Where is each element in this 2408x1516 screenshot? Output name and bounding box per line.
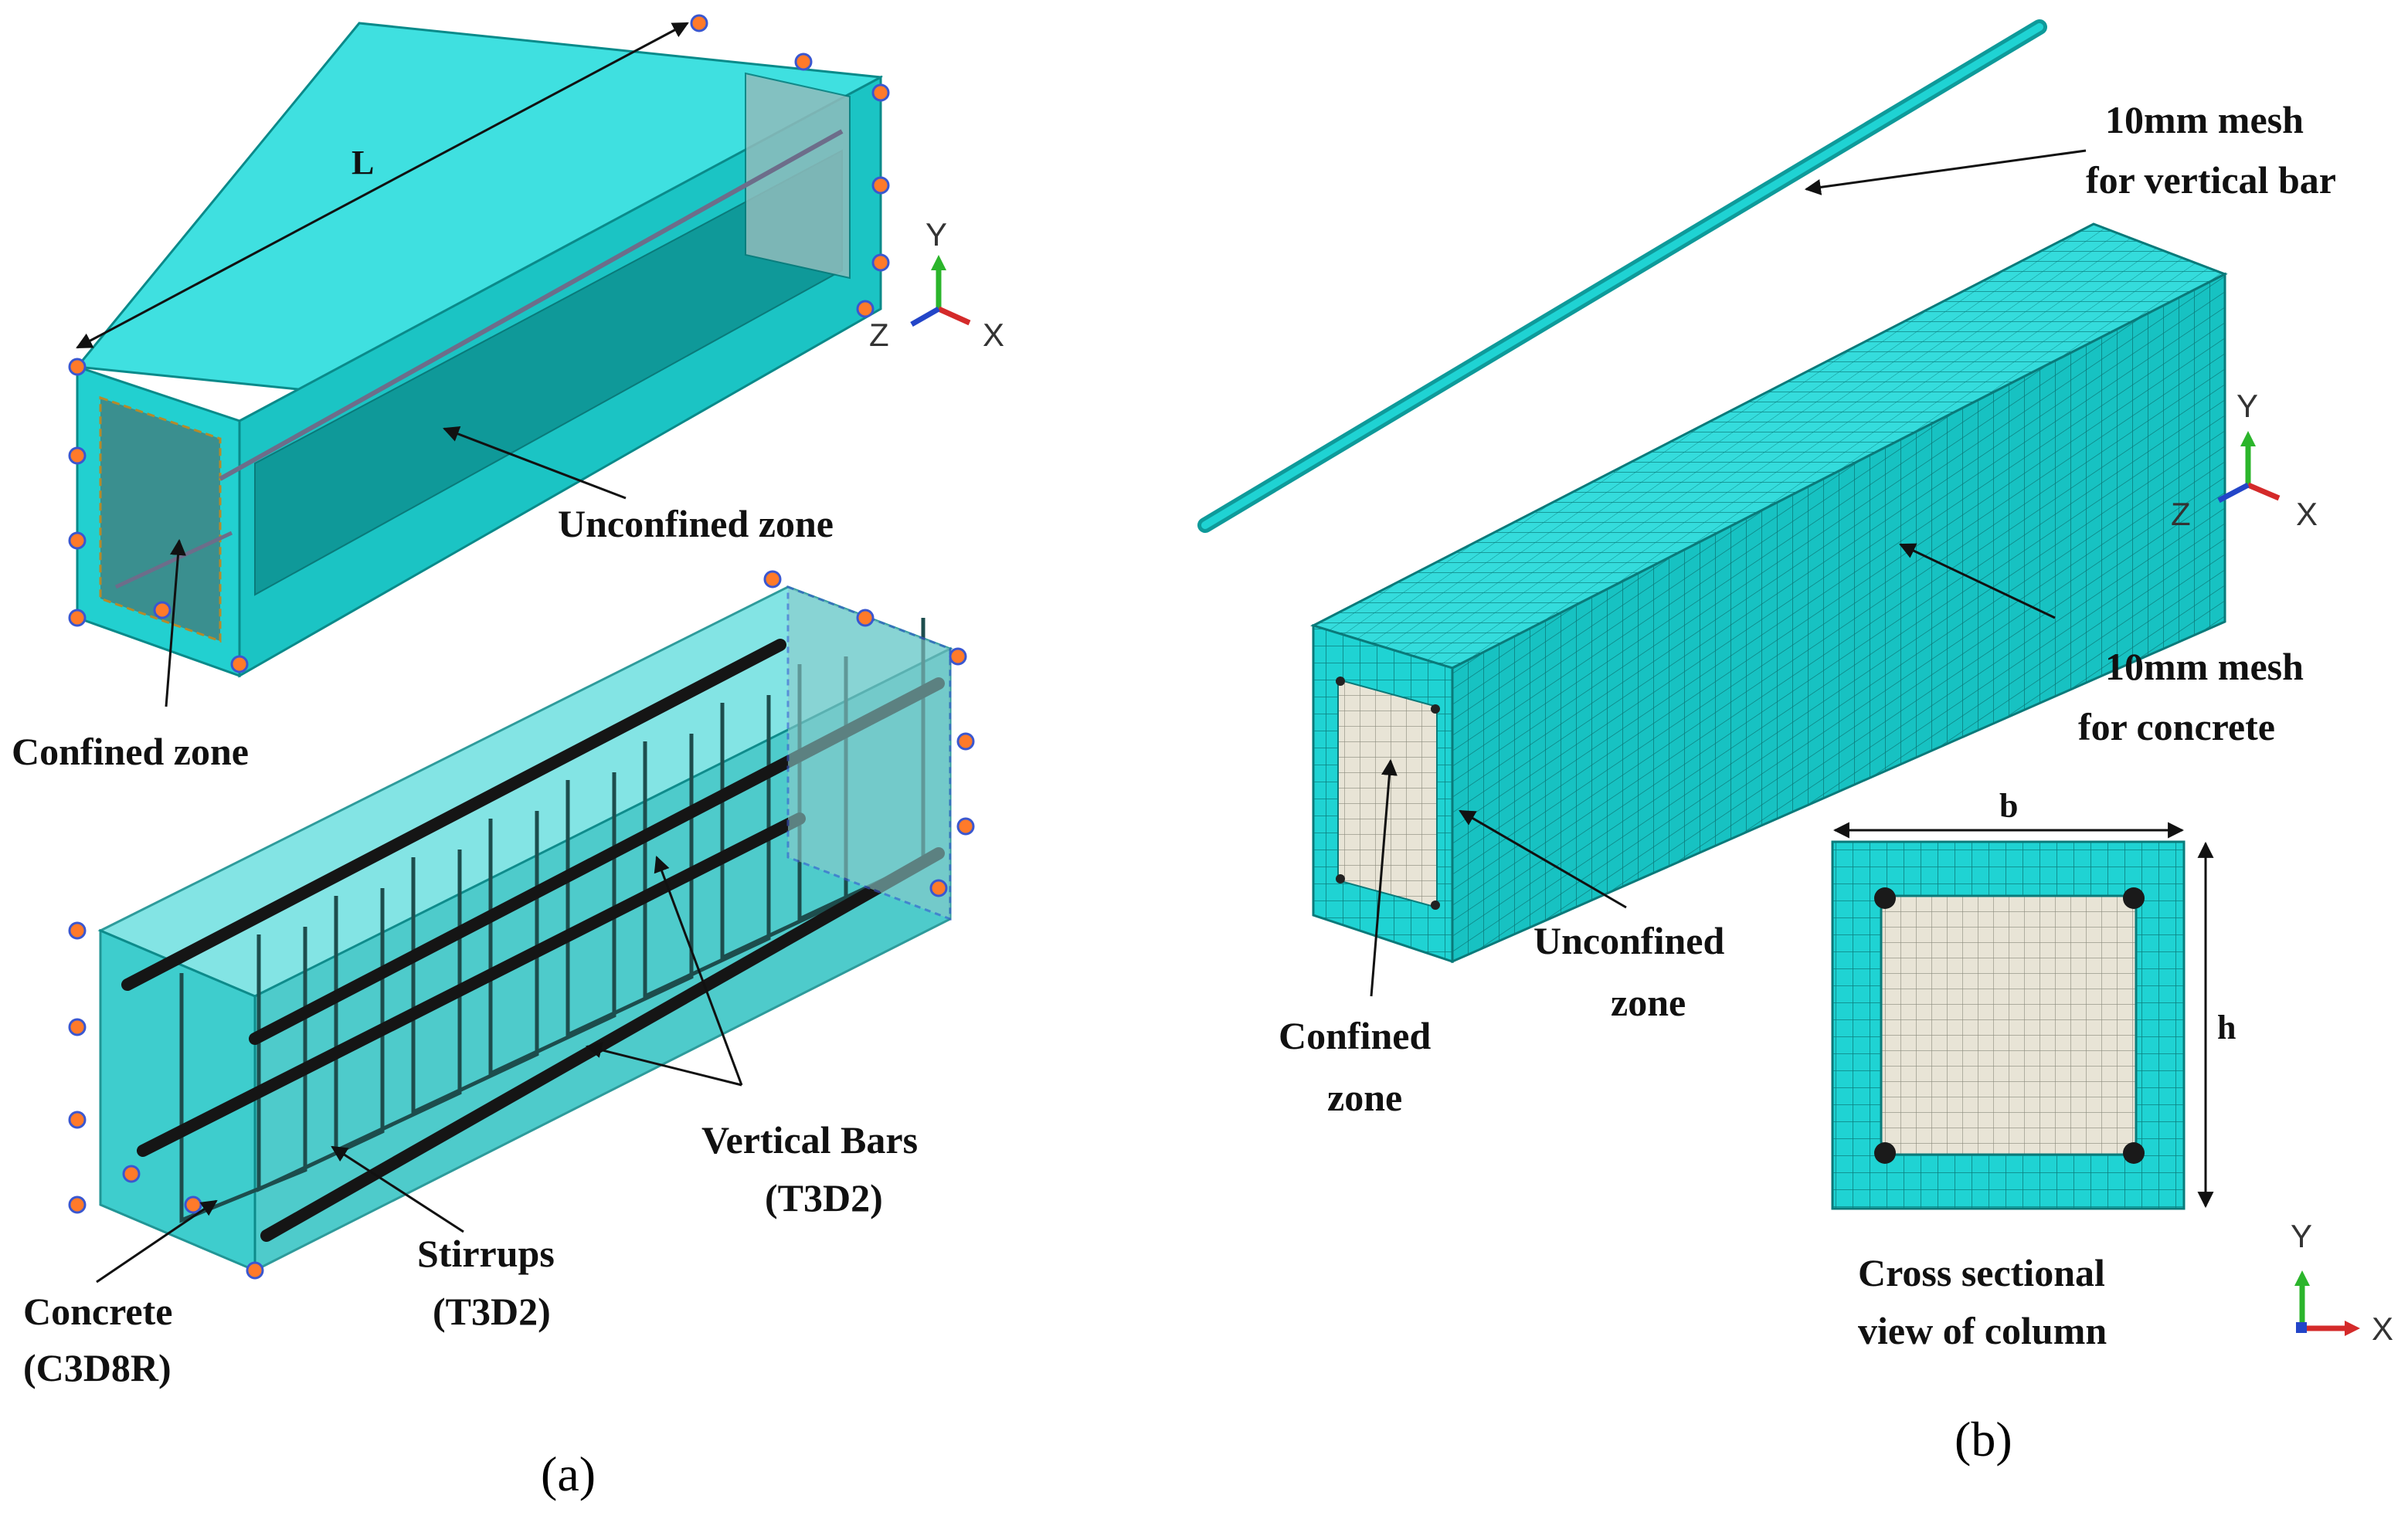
confined-zone-label-a: Confined zone: [12, 730, 249, 773]
unconfined-zone-arrow-a: [443, 426, 627, 500]
vertical-bars-arrow-2: [585, 1042, 742, 1087]
rebar-line-bottom: [114, 531, 233, 589]
cross-section-bars: [1874, 887, 2145, 1164]
axis-y-label-a: Y: [926, 216, 947, 253]
confined-zone-arrow-b: [1370, 758, 1398, 997]
axis-y-label-b: Y: [2236, 388, 2258, 424]
unconfined-zone-label-b-2: zone: [1611, 981, 1686, 1024]
cross-section-core: [1880, 894, 2138, 1156]
concrete-mesh-label-2: for concrete: [2078, 705, 2275, 748]
stirrups-label-1: Stirrups: [417, 1232, 555, 1275]
axis-triad-2d: Y X: [2291, 1218, 2393, 1347]
unconfined-zone-arrow-b: [1459, 809, 1627, 909]
length-dimension-line: [76, 22, 689, 349]
panel-a: L Y X Z Unconfined zone Confined zone: [12, 14, 1004, 1501]
meshed-column-model: [1310, 222, 2228, 964]
axis-x-label-b: X: [2296, 496, 2318, 532]
confined-zone-label-b-2: zone: [1327, 1076, 1402, 1119]
boundary-symbols-top-box: [68, 14, 890, 673]
top-box-end-opening: [745, 72, 851, 280]
unconfined-zone-label-a: Unconfined zone: [558, 502, 834, 545]
stirrups-arrow: [331, 1145, 464, 1233]
stirrups-label-2: (T3D2): [433, 1290, 551, 1333]
axis-z-label-b: Z: [2171, 496, 2191, 532]
mesh-rebar-points: [1336, 677, 1440, 910]
reinforced-column-model: [68, 570, 975, 1280]
concrete-mesh-label-1: 10mm mesh: [2105, 645, 2304, 688]
bar-mesh-label-1: 10mm mesh: [2105, 98, 2304, 141]
unconfined-zone-label-b-1: Unconfined: [1533, 919, 1724, 962]
dimension-h-label: h: [2217, 1009, 2236, 1046]
axis-triad-b: Y X Z: [2171, 388, 2318, 532]
vertical-bar-highlight: [1201, 23, 2043, 529]
cross-section-view: [1831, 840, 2186, 1210]
boundary-symbols-bottom-box: [68, 570, 975, 1280]
bar-mesh-label-2: for vertical bar: [2086, 158, 2336, 202]
axis-x-label-a: X: [983, 317, 1004, 353]
bottom-box-end-face: [786, 585, 952, 921]
panel-a-caption: (a): [541, 1446, 596, 1501]
panel-b: 10mm mesh for vertical bar Y X Z 10mm me…: [1197, 19, 2393, 1467]
axis-z-label-a: Z: [869, 317, 889, 353]
confined-zone-arrow-a: [165, 538, 186, 707]
axis-x-label-2d: X: [2372, 1311, 2393, 1347]
dimension-b-label: b: [1999, 787, 2018, 825]
panel-b-caption: (b): [1955, 1412, 2012, 1467]
axis-y-label-2d: Y: [2291, 1218, 2312, 1254]
concrete-label-2: (C3D8R): [23, 1346, 172, 1389]
concrete-label-1: Concrete: [23, 1290, 172, 1333]
bar-mesh-arrow: [1804, 149, 2087, 195]
length-label: L: [352, 144, 374, 181]
concrete-mesh-arrow: [1899, 543, 2056, 619]
vertical-bars-label-1: Vertical Bars: [701, 1118, 918, 1162]
confined-zone-label-b-1: Confined: [1279, 1014, 1431, 1057]
cross-section-label-1: Cross sectional: [1858, 1251, 2105, 1294]
cross-section-label-2: view of column: [1858, 1309, 2107, 1352]
vertical-bars-label-2: (T3D2): [765, 1176, 883, 1219]
vertical-bars-arrow-1: [654, 856, 743, 1086]
axis-triad-a: Y X Z: [869, 216, 1004, 353]
concrete-arrow: [96, 1199, 218, 1284]
